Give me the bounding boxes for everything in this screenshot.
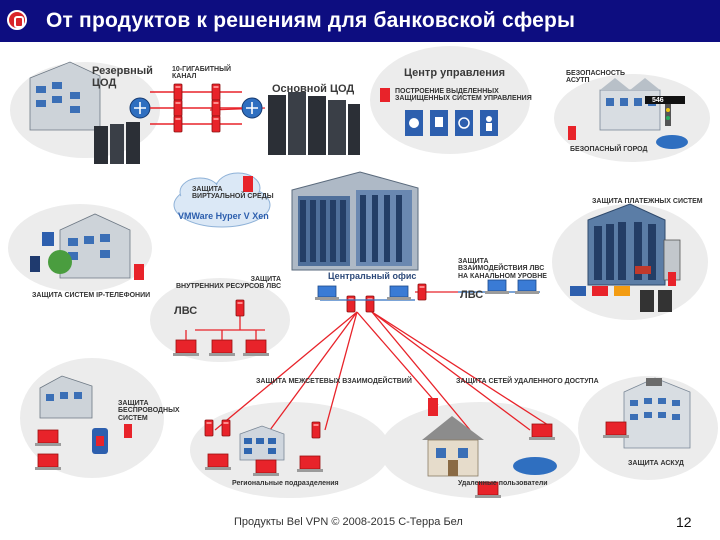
company-logo-icon — [7, 10, 27, 30]
wireless-building-icon — [34, 375, 132, 471]
ip-telephony-building-icon — [30, 213, 144, 280]
control-center-label: Центр управления — [404, 67, 506, 79]
central-office-building-icon — [291, 171, 419, 271]
channel-routers-icon — [129, 83, 263, 133]
page-number: 12 — [676, 514, 692, 530]
footer-text: Продукты Bel VPN © 2008-2015 С-Терра Бел — [234, 516, 463, 528]
central-gateway-right-icon — [365, 295, 375, 313]
lan-right-label: ЛВС — [460, 289, 484, 301]
main-dc-servers-icon — [268, 92, 360, 155]
regional-label: Региональные подразделения — [232, 480, 339, 487]
main-dc-label: Основной ЦОД — [272, 83, 355, 95]
channel-label: 10-ГИГАБИТНЫЙ КАНАЛ — [172, 66, 231, 81]
safe-city-label: БЕЗОПАСНЫЙ ГОРОД — [570, 146, 648, 153]
connection-lines — [209, 107, 549, 431]
lan-resources-label: ЗАЩИТА ВНУТРЕННИХ РЕСУРСОВ ЛВС — [176, 276, 282, 291]
lan-right-network-icon — [458, 279, 540, 295]
virtualization-cloud-icon — [173, 172, 271, 228]
isolated-systems-label: ПОСТРОЕНИЕ ВЫДЕЛЕННЫХ ЗАЩИЩЕННЫХ СИСТЕМ … — [395, 88, 532, 103]
central-gateway-left-icon — [346, 295, 356, 313]
virt-products-label: VMWare Hyper V Xen — [178, 211, 269, 221]
reserve-servers-icon — [94, 122, 140, 164]
lan-interaction-label: ЗАЩИТА ВЗАИМОДЕЙСТВИЯ ЛВС НА КАНАЛЬНОМ У… — [458, 258, 547, 280]
acs-label: ЗАЩИТА АСКУД — [628, 460, 684, 467]
remote-access-label: ЗАЩИТА СЕТЕЙ УДАЛЕННОГО ДОСТУПА — [456, 378, 599, 385]
payment-systems-label: ЗАЩИТА ПЛАТЕЖНЫХ СИСТЕМ — [592, 198, 703, 205]
virtual-env-label: ЗАЩИТА ВИРТУАЛЬНОЙ СРЕДЫ — [192, 186, 274, 201]
lan-left-network-icon — [172, 299, 270, 357]
reserve-dc-label: Резервный ЦОД — [92, 65, 153, 89]
remote-users-label: Удаленные пользователи — [458, 480, 548, 487]
slide-title: От продуктов к решениям для банковской с… — [46, 9, 576, 32]
control-center-icon — [380, 88, 498, 136]
remote-users-house-icon — [422, 398, 557, 499]
reserve-dc-building-icon — [29, 61, 101, 131]
acs-building-icon — [602, 377, 691, 449]
factory-icon — [568, 78, 688, 149]
intersite-label: ЗАЩИТА МЕЖСЕТЕВЫХ ВЗАИМОДЕЙСТВИЙ — [256, 378, 412, 385]
title-bar: От продуктов к решениям для банковской с… — [0, 0, 720, 42]
office-lan-icon — [314, 283, 458, 301]
payment-systems-building-icon — [570, 203, 681, 312]
ip-telephony-label: ЗАЩИТА СИСТЕМ IP-ТЕЛЕФОНИИ — [32, 292, 151, 299]
central-office-label: Центральный офис — [328, 271, 417, 281]
wireless-label: ЗАЩИТА БЕСПРОВОДНЫХ СИСТЕМ — [118, 400, 180, 422]
security-acutp-label: БЕЗОПАСНОСТЬ АСУТП — [566, 70, 626, 85]
lan-left-label: ЛВС — [174, 305, 198, 317]
traffic-display: 546 — [652, 97, 664, 104]
